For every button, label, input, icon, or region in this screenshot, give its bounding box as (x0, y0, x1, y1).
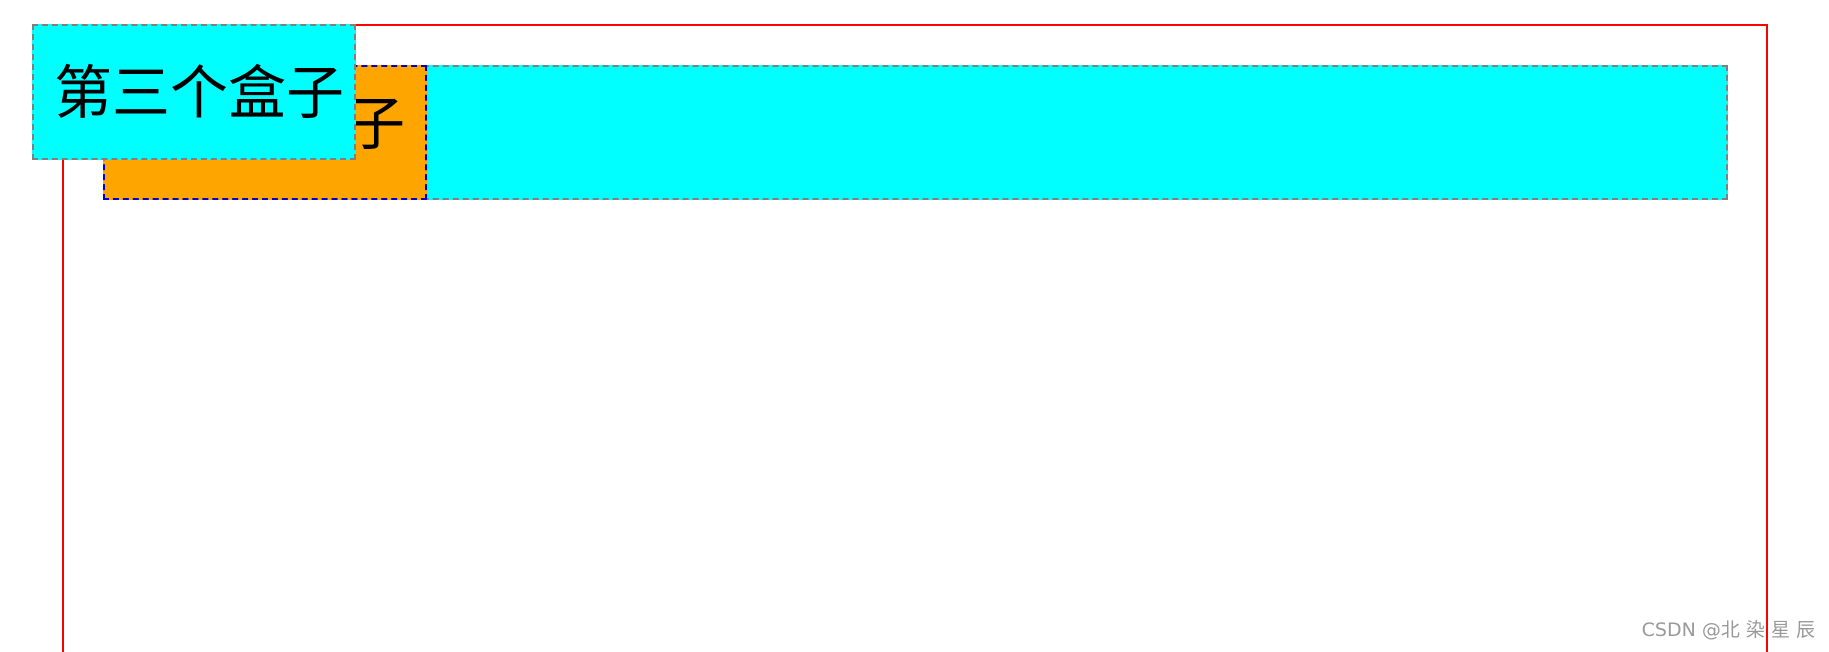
third-box-label: 第三个盒子 (54, 59, 345, 127)
outer-container-box (62, 24, 1768, 652)
csdn-watermark: CSDN @北 染 星 辰 (1641, 619, 1815, 641)
third-box: 第三个盒子 (32, 24, 356, 160)
